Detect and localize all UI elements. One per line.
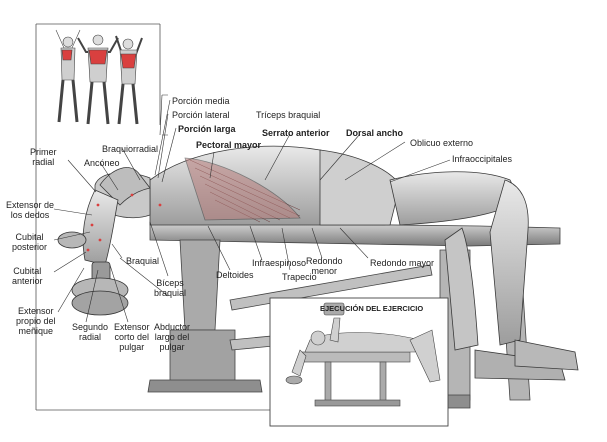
label-porcion-lateral: Porción lateral (172, 110, 230, 120)
label-extensor-dedos: Extensor de los dedos (6, 200, 55, 220)
leader-lines (53, 94, 451, 323)
label-redondo-menor: Redondo menor (306, 256, 343, 276)
label-trapecio: Trapecio (282, 272, 317, 282)
label-braquiorradial: Braquiorradial (102, 144, 159, 154)
thumbnail-figures (40, 28, 156, 132)
label-triceps-braquial: Tríceps braquial (256, 110, 321, 120)
label-pectoral-mayor: Pectoral mayor (196, 140, 262, 150)
label-infraoccipitales: Infraoccipitales (452, 154, 513, 164)
label-extensor-menique: Extensor propio del meñique (16, 306, 56, 336)
label-anconeo: Ancóneo (84, 158, 120, 168)
dumbbell (57, 231, 129, 316)
label-braquial: Braquial (126, 256, 160, 266)
label-cubital-anterior: Cubital anterior (12, 266, 43, 286)
label-deltoides: Deltoides (216, 270, 254, 280)
exercise-inset (269, 297, 449, 427)
label-abductor-largo-pulgar: Abductor largo del pulgar (154, 322, 191, 352)
label-dorsal-ancho: Dorsal ancho (346, 128, 404, 138)
label-infraespinoso: Infraespinoso (252, 258, 307, 268)
label-porcion-media: Porción media (172, 96, 230, 106)
label-extensor-corto-pulgar: Extensor corto del pulgar (114, 322, 150, 352)
label-serrato-anterior: Serrato anterior (262, 128, 330, 138)
label-segundo-radial: Segundo radial (72, 322, 109, 342)
label-biceps-braquial: Bíceps braquial (154, 278, 187, 298)
label-primer-radial: Primer radial (30, 147, 57, 167)
label-redondo-mayor: Redondo mayor (370, 258, 435, 268)
label-porcion-larga: Porción larga (178, 124, 236, 134)
frame (35, 23, 270, 411)
inset-title: EJECUCIÓN DEL EJERCICIO (320, 304, 424, 313)
label-oblicuo-externo: Oblicuo externo (410, 138, 474, 148)
label-cubital-posterior: Cubital posterior (12, 232, 48, 252)
body (82, 145, 579, 381)
